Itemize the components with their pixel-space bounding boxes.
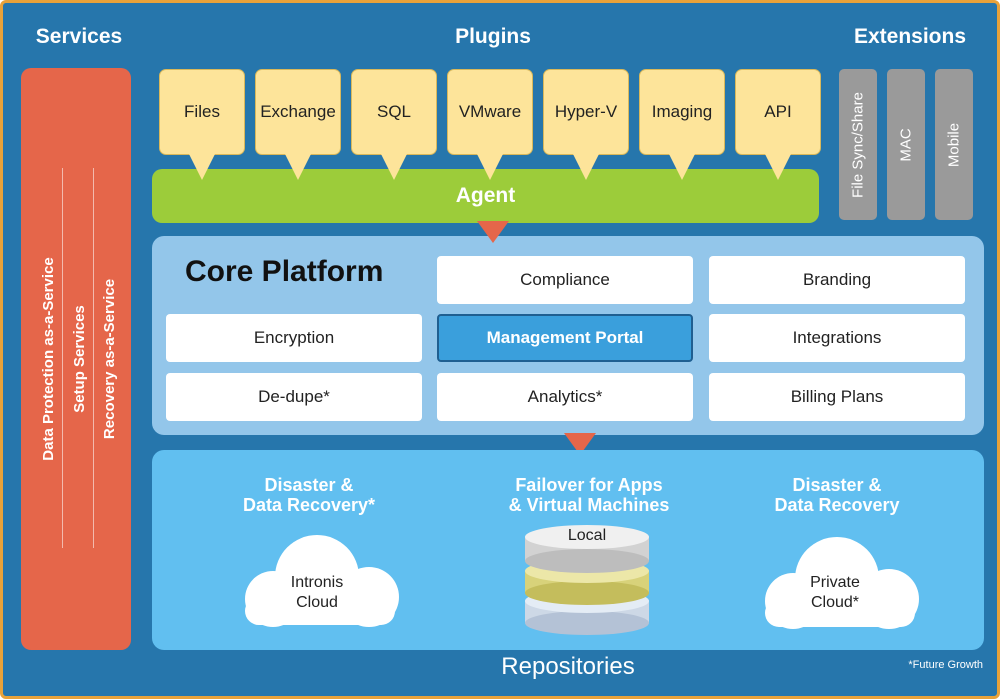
arrow-down-icon [477,221,509,243]
extension-file-sync: File Sync/Share [839,69,877,220]
plugin-callout-tail [573,154,599,180]
core-management-portal: Management Portal [437,314,693,362]
repo-center-heading: Failover for Apps & Virtual Machines [469,475,709,515]
future-growth-note: *Future Growth [908,659,983,671]
repo-right-line1: Disaster & [792,475,882,495]
plugin-callout-tail [669,154,695,180]
repo-right-line2: Data Recovery [774,495,900,515]
service-recovery: Recovery as-a-Service [101,278,118,440]
cloud-left-label: Intronis Cloud [257,573,377,613]
core-platform-title: Core Platform [185,255,384,288]
extension-mobile: Mobile [935,69,973,220]
service-data-protection: Data Protection as-a-Service [40,257,57,461]
plugin-callout-tail [285,154,311,180]
repo-left-line2: Data Recovery* [242,495,376,515]
cloud-right-line2: Cloud* [810,594,860,611]
core-billing-plans: Billing Plans [709,373,965,421]
plugin-vmware: VMware [447,69,533,155]
services-header: Services [35,25,123,48]
plugin-callout-tail [381,154,407,180]
plugin-imaging: Imaging [639,69,725,155]
plugin-sql: SQL [351,69,437,155]
plugin-exchange: Exchange [255,69,341,155]
plugin-files: Files [159,69,245,155]
plugin-hyper-v: Hyper-V [543,69,629,155]
extension-label: MAC [897,127,915,162]
service-setup: Setup Services [71,305,88,413]
repo-right-heading: Disaster & Data Recovery [717,475,957,515]
extension-label: File Sync/Share [849,91,867,198]
plugin-callout-tail [765,154,791,180]
plugins-header: Plugins [455,25,531,48]
repo-left-heading: Disaster & Data Recovery* [189,475,429,515]
cloud-left-line2: Cloud [296,594,338,611]
core-encryption: Encryption [166,314,422,362]
database-label: Local [567,527,607,544]
cloud-icon [765,537,919,629]
repo-left-line1: Disaster & [264,475,354,495]
extension-label: Mobile [945,122,963,167]
cloud-right-line1: Private [810,574,860,591]
plugin-api: API [735,69,821,155]
cloud-left-line1: Intronis [290,574,344,591]
arrow-down-icon [564,433,596,455]
core-compliance: Compliance [437,256,693,304]
repo-center-line1: Failover for Apps [515,475,663,495]
core-analytics: Analytics* [437,373,693,421]
repo-center-line2: & Virtual Machines [508,495,670,515]
repositories-label: Repositories [501,653,635,680]
services-column: Data Protection as-a-Service Setup Servi… [21,68,131,650]
cloud-icon [245,535,399,627]
core-integrations: Integrations [709,314,965,362]
cloud-right-label: Private Cloud* [775,573,895,613]
extension-mac: MAC [887,69,925,220]
services-divider [93,168,94,548]
database-icon [525,525,649,635]
core-dedupe: De-dupe* [166,373,422,421]
extensions-header: Extensions [853,25,967,48]
core-branding: Branding [709,256,965,304]
plugin-callout-tail [189,154,215,180]
services-divider [62,168,63,548]
plugin-callout-tail [477,154,503,180]
